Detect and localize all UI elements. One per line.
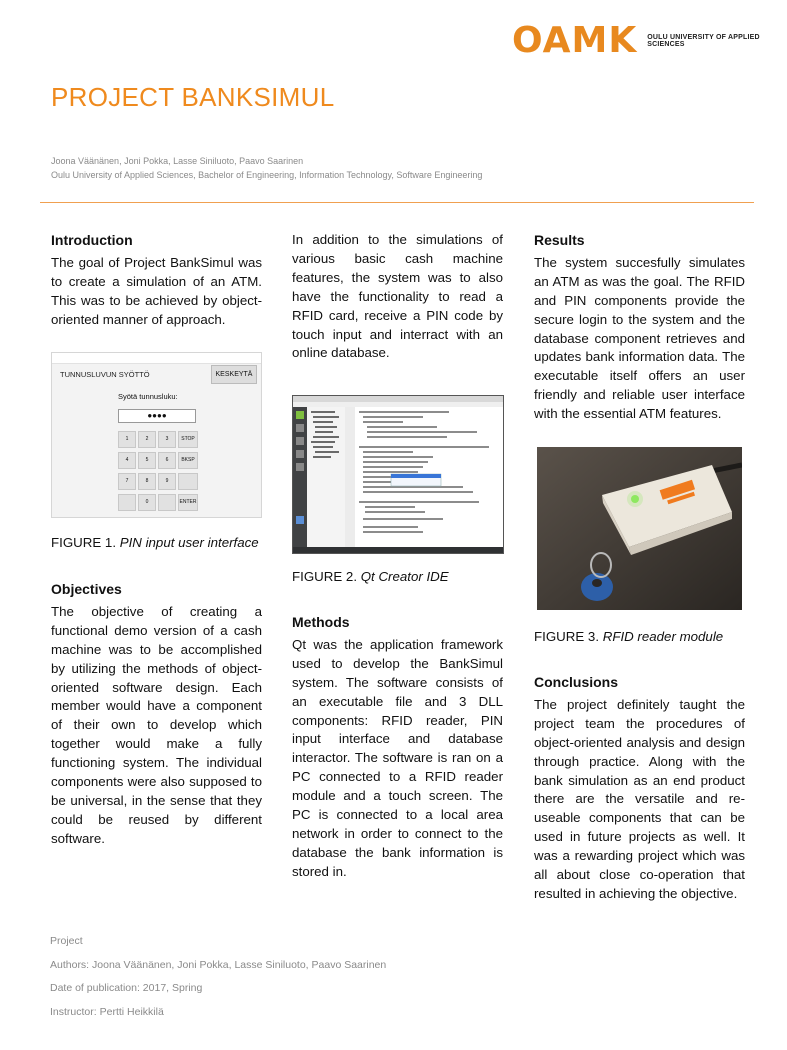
qt-creator-screenshot (293, 396, 503, 553)
figure1-label: FIGURE 1. (51, 535, 120, 550)
authors-line: Joona Väänänen, Joni Pokka, Lasse Sinilu… (51, 156, 304, 166)
figure1-pin-ui: TUNNUSLUVUN SYÖTTÖ KESKEYTÄ Syötä tunnus… (51, 352, 262, 518)
figure1-caption-text: PIN input user interface (119, 535, 259, 550)
objectives-section: Objectives The objective of creating a f… (51, 580, 262, 849)
results-section: Results The system succesfully simulates… (534, 231, 745, 424)
figure3-caption-text: RFID reader module (602, 629, 724, 644)
figure2-qt-creator (292, 395, 504, 554)
introduction-section: Introduction The goal of Project BankSim… (51, 231, 262, 330)
results-text: The system succesfully simulates an ATM … (534, 254, 745, 422)
methods-heading: Methods (292, 614, 350, 630)
footer-authors: Authors: Joona Väänänen, Joni Pokka, Las… (50, 959, 387, 971)
methods-text: Qt was the application framework used to… (292, 636, 503, 879)
keypad-key[interactable]: BKSP (178, 452, 198, 469)
objectives-text: The objective of creating a functional d… (51, 603, 262, 846)
keypad-key[interactable]: 7 (118, 473, 136, 490)
rfid-reader-photo (537, 447, 742, 610)
pin-prompt: Syötä tunnusluku: (118, 392, 178, 401)
oamk-logo: OAMK OULU UNIVERSITY OF APPLIED SCIENCES (512, 20, 787, 61)
affiliation-line: Oulu University of Applied Sciences, Bac… (51, 170, 483, 180)
methods-section: Methods Qt was the application framework… (292, 613, 503, 882)
keypad-key[interactable]: 1 (118, 431, 136, 448)
conclusions-text: The project definitely taught the projec… (534, 696, 745, 901)
figure1-caption: FIGURE 1. PIN input user interface (51, 535, 259, 550)
footer-project: Project (50, 935, 83, 947)
column2-intro: In addition to the simulations of variou… (292, 231, 503, 363)
conclusions-section: Conclusions The project definitely taugh… (534, 673, 745, 904)
figure2-caption-text: Qt Creator IDE (360, 569, 449, 584)
author-block: Joona Väänänen, Joni Pokka, Lasse Sinilu… (51, 154, 482, 182)
keypad-key[interactable]: 0 (138, 494, 156, 511)
conclusions-heading: Conclusions (534, 674, 619, 690)
keypad-key[interactable]: 9 (158, 473, 176, 490)
cancel-button[interactable]: KESKEYTÄ (211, 365, 257, 384)
page-title: PROJECT BANKSIMUL (51, 82, 335, 112)
pin-field[interactable]: ●●●● (118, 409, 196, 423)
pin-header: TUNNUSLUVUN SYÖTTÖ (60, 370, 150, 379)
results-heading: Results (534, 232, 585, 248)
column2-intro-text: In addition to the simulations of variou… (292, 232, 503, 361)
keypad-key[interactable]: 4 (118, 452, 136, 469)
keypad-key[interactable]: 6 (158, 452, 176, 469)
logo-subtitle: OULU UNIVERSITY OF APPLIED SCIENCES (647, 34, 760, 48)
logo-letters: OAMK (512, 20, 638, 61)
keypad-key[interactable] (158, 494, 176, 511)
footer-date: Date of publication: 2017, Spring (50, 982, 203, 994)
keypad-key[interactable]: 2 (138, 431, 156, 448)
introduction-text: The goal of Project BankSimul was to cre… (51, 254, 262, 327)
figure2-caption: FIGURE 2. Qt Creator IDE (292, 569, 449, 584)
keypad-key[interactable]: ENTER (178, 494, 198, 511)
figure3-label: FIGURE 3. (534, 629, 603, 644)
keypad-key[interactable]: STOP (178, 431, 198, 448)
keypad-key[interactable]: 8 (138, 473, 156, 490)
figure2-label: FIGURE 2. (292, 569, 361, 584)
keypad-key[interactable]: 3 (158, 431, 176, 448)
figure3-caption: FIGURE 3. RFID reader module (534, 629, 723, 644)
header-divider (40, 202, 754, 203)
keypad-key[interactable] (178, 473, 198, 490)
window-titlebar (52, 353, 261, 364)
figure3-rfid-photo (537, 447, 742, 610)
keypad-key[interactable]: 5 (138, 452, 156, 469)
introduction-heading: Introduction (51, 232, 133, 248)
keypad-key[interactable] (118, 494, 136, 511)
objectives-heading: Objectives (51, 581, 122, 597)
footer-instructor: Instructor: Pertti Heikkilä (50, 1006, 164, 1018)
